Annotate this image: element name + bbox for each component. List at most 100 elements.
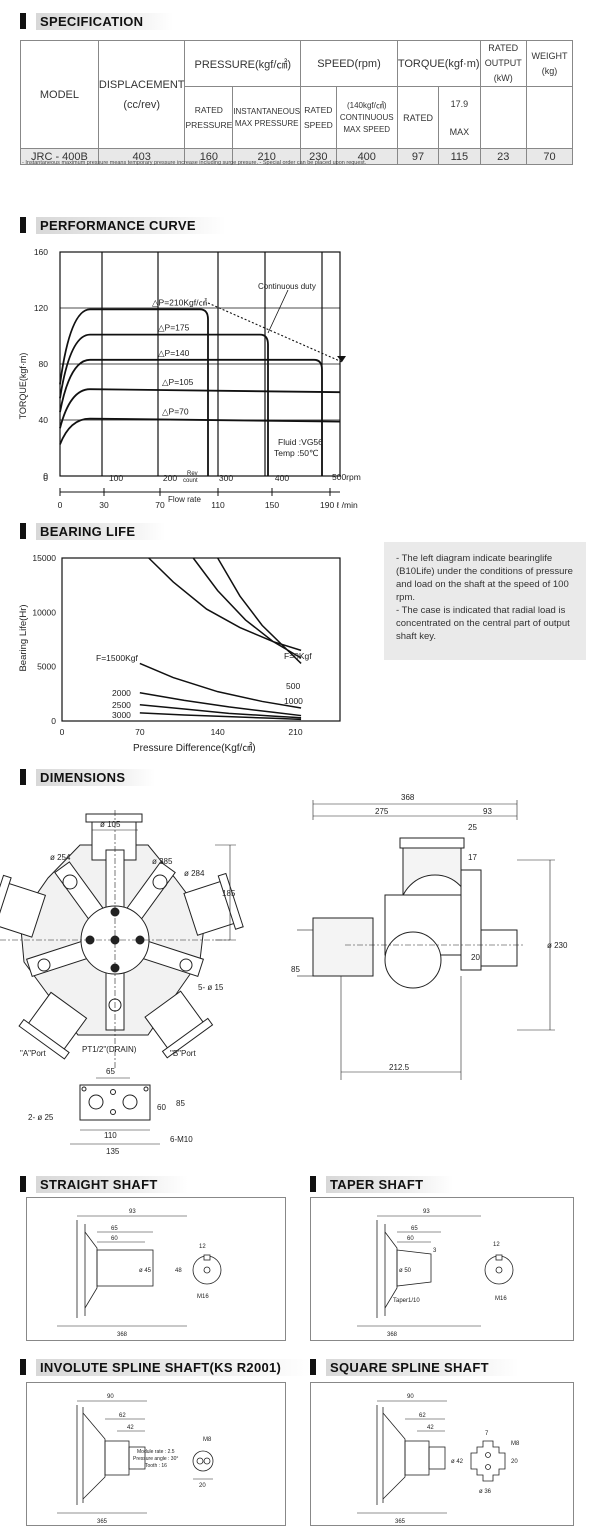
bear-ylabel: Bearing Life(Hr)	[18, 604, 29, 671]
perf-series-label-0: △P=210Kgf/㎠	[152, 297, 207, 307]
bear-curve-4	[139, 692, 302, 717]
perf-rev-tick-0: 100	[109, 473, 123, 483]
svg-text:48: 48	[175, 1268, 182, 1274]
svg-text:Tooth : 16: Tooth : 16	[145, 1463, 167, 1469]
bearing-info-2: - The case is indicated that radial load…	[396, 605, 570, 642]
bear-curve-6	[139, 712, 302, 721]
bear-ytick-3: 15000	[32, 553, 56, 563]
svg-text:365: 365	[395, 1519, 406, 1525]
perf-flow-label-3: 110	[211, 500, 225, 510]
bear-series-label-4: 2000	[112, 688, 131, 698]
section-straight: STRAIGHT SHAFT	[20, 1175, 188, 1193]
svg-text:12: 12	[199, 1244, 206, 1250]
th-rated-output: RATED OUTPUT (kW)	[479, 40, 527, 87]
perf-curve-2	[59, 358, 323, 476]
svg-text:20: 20	[471, 953, 480, 962]
svg-text:110: 110	[104, 1131, 117, 1140]
bear-curve-3	[139, 662, 302, 709]
bear-series-label-1: 500	[286, 681, 300, 691]
perf-curve-3	[59, 388, 341, 429]
svg-text:Module rate : 2.5: Module rate : 2.5	[137, 1449, 175, 1455]
perf-ytick-80: 80	[39, 359, 49, 369]
bear-curve-1	[192, 557, 302, 659]
th-torque: TORQUE(kgf·m)	[396, 40, 481, 87]
svg-text:Taper1/10: Taper1/10	[393, 1298, 420, 1304]
bear-xtick-0: 0	[60, 727, 65, 737]
side-view-drawing: 368 275 93 25 17 ø 230 20 85 212.5	[291, 793, 568, 1080]
square-shaft-box: 90 62 42 365 7 M8 ø 42 20 ø 36	[310, 1382, 574, 1526]
svg-text:212.5: 212.5	[389, 1063, 410, 1072]
spec-note: - Instantaneous maximum pressure means t…	[22, 160, 367, 166]
cell-max-torque: 115	[438, 148, 481, 165]
fluid-label: Fluid :VG56	[278, 437, 323, 447]
bear-series-label-0: F=0Kgf	[284, 651, 312, 661]
th-model: MODEL	[20, 40, 99, 149]
svg-text:25: 25	[468, 823, 477, 832]
svg-text:6-M10: 6-M10	[170, 1135, 193, 1144]
cell-rated-speed: 230	[300, 148, 337, 165]
bear-series-label-2: 1000	[284, 696, 303, 706]
bear-ytick-1: 5000	[37, 662, 56, 672]
svg-text:368: 368	[401, 793, 415, 802]
section-bearing: BEARING LIFE	[20, 522, 166, 540]
svg-text:ø 230: ø 230	[547, 941, 568, 950]
svg-text:93: 93	[483, 807, 492, 816]
cell-inst-max: 210	[232, 148, 302, 165]
svg-text:60: 60	[157, 1103, 166, 1112]
section-performance: PERFORMANCE CURVE	[20, 216, 226, 234]
perf-ylabel: TORQUE(kgf·m)	[18, 353, 28, 420]
svg-text:135: 135	[106, 1147, 120, 1156]
flow-unit-label: 190 ℓ /min	[320, 500, 358, 510]
svg-text:65: 65	[106, 1067, 115, 1076]
svg-text:85: 85	[291, 965, 300, 974]
count-label: count	[183, 478, 198, 484]
bear-curve-2	[217, 557, 302, 664]
th-rated-torque: RATED	[396, 86, 440, 149]
perf-flow-label-4: 150	[265, 500, 279, 510]
svg-text:365: 365	[97, 1519, 108, 1525]
temp-label: Temp :50℃	[274, 448, 319, 458]
svg-text:PT1/2"(DRAIN): PT1/2"(DRAIN)	[82, 1045, 137, 1054]
perf-rev-tick-1: 200	[163, 473, 177, 483]
svg-text:20: 20	[199, 1483, 206, 1489]
section-involute: INVOLUTE SPLINE SHAFT(KS R2001)	[20, 1358, 312, 1376]
svg-text:ø 36: ø 36	[479, 1489, 492, 1495]
svg-text:M8: M8	[511, 1441, 520, 1447]
straight-shaft-box: 93 65 60 ø 45 368 12 48 M16	[26, 1197, 286, 1341]
bear-xtick-3: 210	[288, 727, 302, 737]
cell-rated-torque: 97	[396, 148, 440, 165]
svg-text:93: 93	[423, 1209, 430, 1215]
svg-text:ø 50: ø 50	[399, 1268, 412, 1274]
bear-xlabel: Pressure Difference(Kgf/㎠)	[133, 742, 256, 754]
svg-text:42: 42	[427, 1425, 434, 1431]
continuous-leader	[267, 289, 289, 334]
th-rated-pressure: RATED PRESSURE	[184, 86, 234, 149]
svg-text:17: 17	[468, 853, 477, 862]
svg-text:Pressure angle : 30°: Pressure angle : 30°	[133, 1456, 178, 1462]
section-specification: SPECIFICATION	[20, 12, 174, 30]
svg-text:65: 65	[411, 1226, 418, 1232]
perf-ytick-160: 160	[34, 247, 48, 257]
cell-weight: 70	[525, 148, 574, 165]
section-taper: TAPER SHAFT	[310, 1175, 454, 1193]
th-displacement: DISPLACEMENT(cc/rev)	[97, 40, 186, 149]
perf-flow-label-1: 30	[99, 500, 109, 510]
svg-text:275: 275	[375, 807, 389, 816]
svg-text:ø 105: ø 105	[100, 820, 121, 829]
perf-series-label-2: △P=140	[158, 348, 190, 358]
cell-cont-max: 400	[335, 148, 398, 165]
bear-xtick-1: 70	[135, 727, 145, 737]
flow-rate-label: Flow rate	[168, 495, 201, 504]
continuous-duty-arrow	[337, 356, 346, 362]
bearing-info-1: - The left diagram indicate bearinglife …	[396, 553, 573, 603]
section-square: SQUARE SPLINE SHAFT	[310, 1358, 519, 1376]
svg-text:2- ø 25: 2- ø 25	[28, 1113, 54, 1122]
svg-text:90: 90	[407, 1394, 414, 1400]
th-rated-speed: RATED SPEED	[300, 86, 337, 149]
svg-text:60: 60	[111, 1236, 118, 1242]
cell-rated-output: 23	[479, 148, 527, 165]
svg-text:ø 385: ø 385	[152, 857, 173, 866]
svg-text:ø 284: ø 284	[184, 869, 205, 878]
